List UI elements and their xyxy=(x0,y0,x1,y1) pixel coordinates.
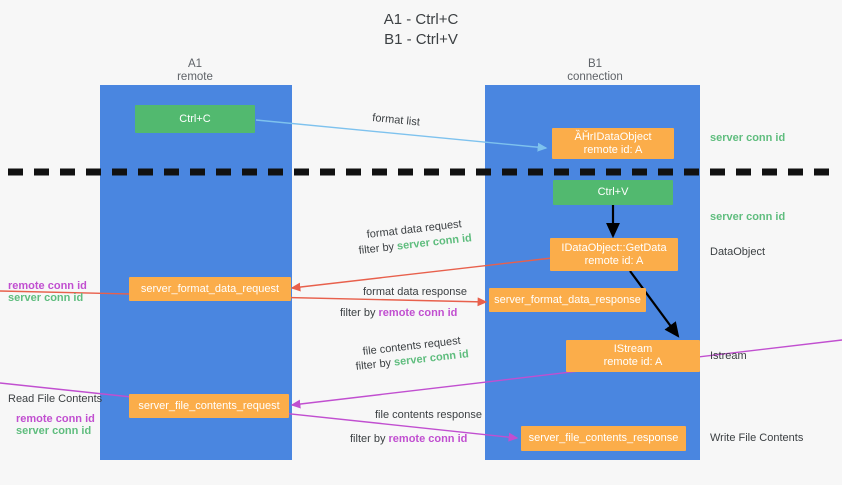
box-getdata-line2: remote id: A xyxy=(584,254,644,267)
filter-value-remote-conn-id: remote conn id xyxy=(378,307,458,319)
filter-value-remote-conn-id: remote conn id xyxy=(388,433,468,445)
lane-header-b1: B1 connection xyxy=(530,58,660,84)
label-left-server-conn-id-mid: server conn id xyxy=(8,292,84,304)
box-server-file-contents-request-label: server_file_contents_request xyxy=(138,399,280,412)
page-title: A1 - Ctrl+C B1 - Ctrl+V xyxy=(0,10,842,50)
label-right-write-file-contents: Write File Contents xyxy=(710,432,804,444)
box-istream[interactable]: IStream remote id: A xyxy=(566,340,700,372)
box-ctrl-v-label: Ctrl+V xyxy=(597,186,629,198)
label-right-server-conn-id-mid: server conn id xyxy=(710,211,786,223)
box-ctrl-c-label: Ctrl+C xyxy=(179,112,211,125)
label-left-read-file-contents: Read File Contents xyxy=(8,393,103,405)
filter-prefix: filter by xyxy=(340,307,379,319)
box-istream-line1: IStream xyxy=(613,343,653,355)
caption-format-data-response: format data response xyxy=(363,285,467,299)
title-line-1: A1 - Ctrl+C xyxy=(383,11,459,28)
box-server-file-contents-response-label: server_file_contents_response xyxy=(528,432,679,444)
lane-header-a1: A1 remote xyxy=(130,58,260,84)
box-server-file-contents-response[interactable]: server_file_contents_response xyxy=(521,426,686,451)
box-getdata-line1: IDataObject::GetData xyxy=(561,241,667,254)
box-ctrl-v[interactable]: Ctrl+V xyxy=(553,180,673,205)
caption-file-contents-response-filter: filter by remote conn id xyxy=(350,432,467,446)
box-server-format-data-request[interactable]: server_format_data_request xyxy=(129,277,291,301)
arrow-file-contents-request xyxy=(290,339,842,409)
lane-a1-sub: remote xyxy=(177,71,213,83)
box-server-format-data-request-label: server_format_data_request xyxy=(140,282,280,295)
caption-format-data-response-filter: filter by remote conn id xyxy=(340,306,457,320)
label-right-istream: Istream xyxy=(710,350,747,362)
caption-file-contents-response-text: file contents response xyxy=(375,409,483,421)
label-left-remote-conn-id-bottom: remote conn id xyxy=(16,413,95,425)
box-idataobject-line1: ȀȞrIDataObject xyxy=(574,130,652,143)
box-server-file-contents-request[interactable]: server_file_contents_request xyxy=(129,394,289,418)
box-server-format-data-response[interactable]: server_format_data_response xyxy=(489,288,646,312)
arrow-format-data-request xyxy=(290,257,553,292)
box-ctrl-c[interactable]: Ctrl+C xyxy=(135,105,255,133)
lane-a1-name: A1 xyxy=(187,58,203,70)
caption-file-contents-response: file contents response xyxy=(375,408,482,422)
box-idataobject[interactable]: ȀȞrIDataObject remote id: A xyxy=(552,128,674,159)
caption-format-data-response-text: format data response xyxy=(363,286,467,298)
label-left-server-conn-id-bottom: server conn id xyxy=(16,425,92,437)
label-left-remote-conn-id-mid: remote conn id xyxy=(8,280,87,292)
arrow-format-list xyxy=(255,119,548,152)
label-right-server-conn-id-top: server conn id xyxy=(710,132,786,144)
arrow-getdata-to-istream xyxy=(629,270,680,338)
filter-prefix: filter by xyxy=(350,433,389,445)
lane-b1-name: B1 xyxy=(587,58,603,70)
box-idataobject-line2: remote id: A xyxy=(583,143,643,156)
box-istream-line2: remote id: A xyxy=(603,356,663,368)
box-idataobject-getdata[interactable]: IDataObject::GetData remote id: A xyxy=(550,238,678,271)
lane-b1-sub: connection xyxy=(567,71,623,83)
label-right-dataobject: DataObject xyxy=(710,246,766,258)
title-line-2: B1 - Ctrl+V xyxy=(384,31,458,48)
box-server-format-data-response-label: server_format_data_response xyxy=(494,293,641,306)
